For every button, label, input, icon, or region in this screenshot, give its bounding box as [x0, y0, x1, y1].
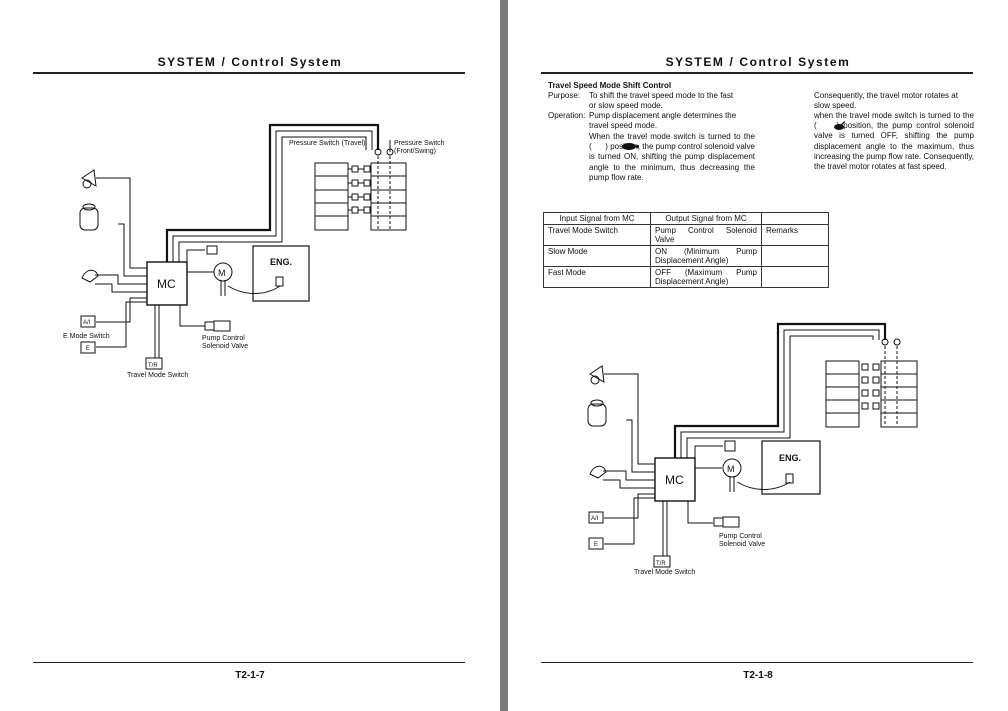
- operation-fast-text: when the travel mode switch is turned to…: [814, 111, 974, 172]
- page-left: SYSTEM / Control System: [0, 0, 500, 711]
- label-pump-control-2: Solenoid Valve: [202, 343, 248, 350]
- section-title: Travel Speed Mode Shift Control: [548, 81, 672, 90]
- label-am-switch: A/I: [591, 516, 599, 522]
- page-number: T2-1-7: [235, 670, 265, 681]
- label-engine: ENG.: [779, 453, 801, 463]
- purpose-text: To shift the travel speed mode to the fa…: [589, 91, 734, 111]
- label-mc: MC: [157, 277, 176, 291]
- table-cell: ON (Minimum Pump Displacement Angle): [650, 245, 762, 267]
- label-engine: ENG.: [270, 257, 292, 267]
- label-e-switch: E: [594, 542, 598, 548]
- turtle-icon: [622, 143, 640, 150]
- label-tr-switch: T/R: [148, 363, 158, 369]
- purpose-label: Purpose:: [548, 91, 581, 100]
- page-header: SYSTEM / Control System: [157, 55, 343, 69]
- control-system-diagram: Pressure Switch (Travel) Pressure Switch…: [63, 123, 445, 379]
- operation-label: Operation:: [548, 111, 586, 120]
- label-mc: MC: [665, 473, 684, 487]
- page-gutter: [500, 0, 508, 711]
- page-header: SYSTEM / Control System: [665, 55, 851, 69]
- label-e-mode-switch: E Mode Switch: [63, 333, 110, 340]
- label-pump-control-2: Solenoid Valve: [719, 541, 765, 548]
- operation-text: Pump displacement angle determines the t…: [589, 111, 737, 131]
- control-system-diagram: MC M ENG. A/I E T/R Travel Mode Switch P…: [587, 322, 918, 576]
- header-rule: [33, 72, 465, 74]
- label-pressure-switch-front-swing-1: Pressure Switch: [394, 140, 445, 147]
- footer-rule: [541, 662, 973, 663]
- label-pump-control-1: Pump Control: [719, 533, 762, 540]
- page-number: T2-1-8: [743, 670, 773, 681]
- label-am-switch: A/I: [83, 320, 91, 326]
- label-e-switch: E: [86, 346, 90, 352]
- operation-slow-text: When the travel mode switch is turned to…: [589, 132, 755, 182]
- signal-table: Input Signal from MC Output Signal from …: [543, 212, 829, 288]
- label-travel-mode-switch: Travel Mode Switch: [634, 569, 695, 576]
- rabbit-icon: [834, 121, 846, 130]
- table-cell: [761, 266, 829, 288]
- label-motor: M: [727, 464, 735, 474]
- label-travel-mode-switch: Travel Mode Switch: [127, 372, 188, 379]
- footer-rule: [33, 662, 465, 663]
- label-motor: M: [218, 268, 226, 278]
- consequence-text: Consequently, the travel motor rotates a…: [814, 91, 958, 111]
- page-right: SYSTEM / Control System Travel Speed Mod…: [508, 0, 1008, 711]
- table-row: Slow Mode ON (Minimum Pump Displacement …: [543, 245, 829, 267]
- table-cell: OFF (Maximum Pump Displacement Angle): [650, 266, 762, 288]
- label-tr-switch: T/R: [656, 561, 666, 567]
- table-row: Fast Mode OFF (Maximum Pump Displacement…: [543, 266, 829, 288]
- header-rule: [541, 72, 973, 74]
- label-pressure-switch-front-swing-2: (Front/Swing): [394, 148, 436, 155]
- label-pump-control-1: Pump Control: [202, 335, 245, 342]
- label-pressure-switch-travel: Pressure Switch (Travel): [289, 140, 365, 147]
